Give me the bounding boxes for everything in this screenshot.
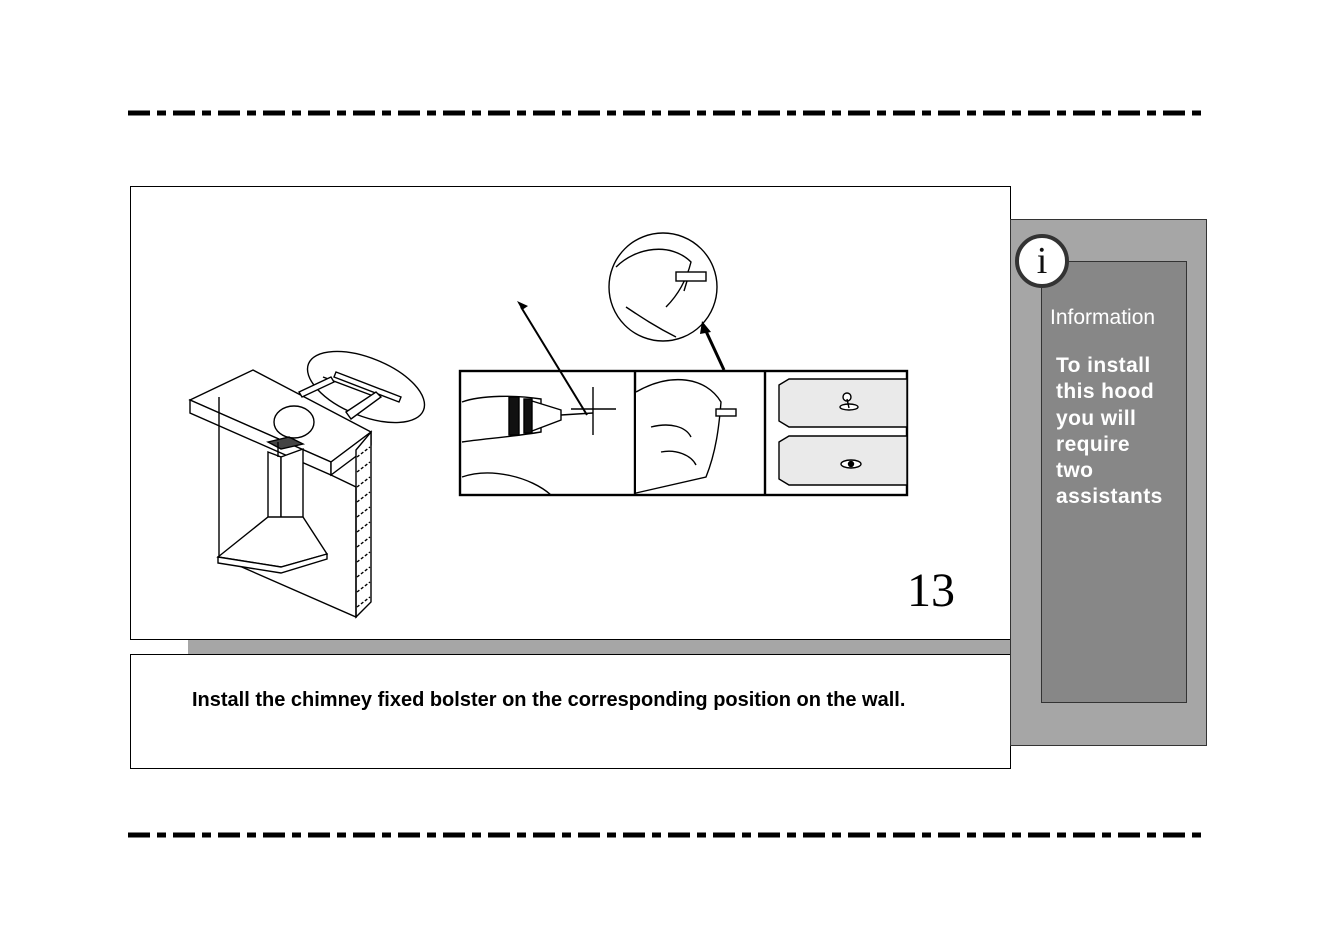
info-icon-glyph: i (1019, 238, 1065, 284)
screw-wall-illustration (779, 379, 907, 485)
top-dashed-rule (128, 109, 1208, 117)
info-line: you will (1056, 406, 1196, 432)
instruction-panel: Install the chimney fixed bolster on the… (130, 654, 1011, 769)
info-line: To install (1056, 353, 1196, 379)
step-number: 13 (907, 567, 955, 615)
info-text: To install this hood you will require tw… (1056, 353, 1196, 511)
info-line: require (1056, 432, 1196, 458)
illustration-panel: 13 (130, 186, 1011, 640)
bottom-dashed-rule (128, 831, 1208, 839)
info-title: Information (1050, 306, 1155, 330)
drill-illustration (462, 387, 616, 495)
info-line: two (1056, 458, 1196, 484)
installation-illustration (131, 187, 1011, 640)
info-line: assistants (1056, 484, 1196, 510)
magnified-detail (609, 233, 717, 341)
info-icon: i (1015, 234, 1069, 288)
hand-plug-illustration (636, 380, 736, 493)
panel-shadow-bar (188, 640, 1011, 654)
info-line: this hood (1056, 379, 1196, 405)
instruction-text: Install the chimney fixed bolster on the… (192, 687, 952, 714)
